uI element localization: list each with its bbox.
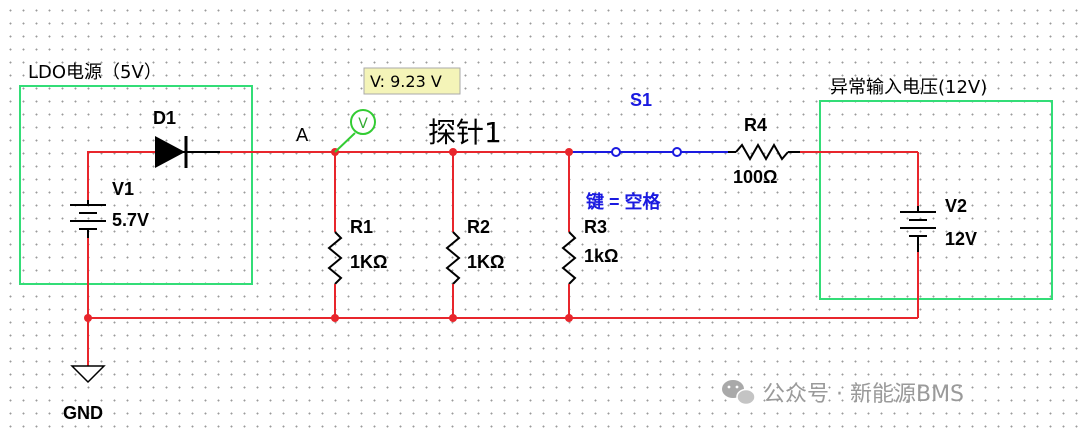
junction-node (84, 314, 92, 322)
r1-ref-label: R1 (350, 217, 373, 237)
v1-value-label: 5.7V (112, 210, 149, 230)
v1-ref-label: V1 (112, 179, 134, 199)
watermark-text: 公众号 · 新能源BMS (763, 382, 964, 407)
r1-value-label: 1KΩ (350, 252, 387, 272)
r4-ref-label: R4 (744, 115, 767, 135)
bottom-wire (87, 238, 919, 366)
resistor-r2 (445, 152, 461, 318)
probe-name-label: 探针1 (428, 116, 502, 149)
resistor-r4 (728, 142, 800, 162)
probe-reading-box: V: 9.23 V (363, 67, 461, 95)
v2-value-label: 12V (945, 229, 977, 249)
junction-node (565, 148, 573, 156)
gnd-label: GND (63, 403, 103, 423)
junction-node (331, 314, 339, 322)
abnormal-voltage-box (819, 100, 1053, 300)
resistor-r1 (327, 152, 343, 318)
probe-reading: V: 9.23 V (370, 72, 442, 91)
junction-node (449, 148, 457, 156)
v2-ref-label: V2 (945, 196, 967, 216)
s1-ref-label: S1 (630, 90, 652, 110)
switch-s1 (569, 147, 728, 157)
ldo-box-label: LDO电源（5V） (28, 62, 162, 83)
s1-key-hint: 键 = 空格 (585, 191, 662, 212)
top-wire (87, 151, 919, 206)
wechat-icon (722, 380, 756, 406)
battery-v1 (70, 200, 106, 238)
junction-node (449, 314, 457, 322)
ldo-supply-box (19, 85, 253, 285)
r3-ref-label: R3 (584, 217, 607, 237)
r2-ref-label: R2 (467, 217, 490, 237)
resistor-r3 (561, 152, 577, 318)
watermark: 公众号 · 新能源BMS (722, 380, 964, 407)
node-a-label: A (296, 125, 309, 146)
r2-value-label: 1KΩ (467, 252, 504, 272)
diode-d1 (155, 136, 220, 168)
junction-node (565, 314, 573, 322)
d1-label: D1 (153, 108, 176, 128)
junction-nodes (84, 148, 573, 322)
probe-symbol: V (358, 116, 368, 132)
ground-symbol (70, 365, 106, 384)
abnormal-box-label: 异常输入电压(12V) (830, 77, 987, 98)
battery-v2 (900, 206, 936, 252)
r3-value-label: 1kΩ (584, 246, 618, 266)
r4-value-label: 100Ω (733, 167, 777, 187)
voltage-probe: V (334, 109, 376, 153)
